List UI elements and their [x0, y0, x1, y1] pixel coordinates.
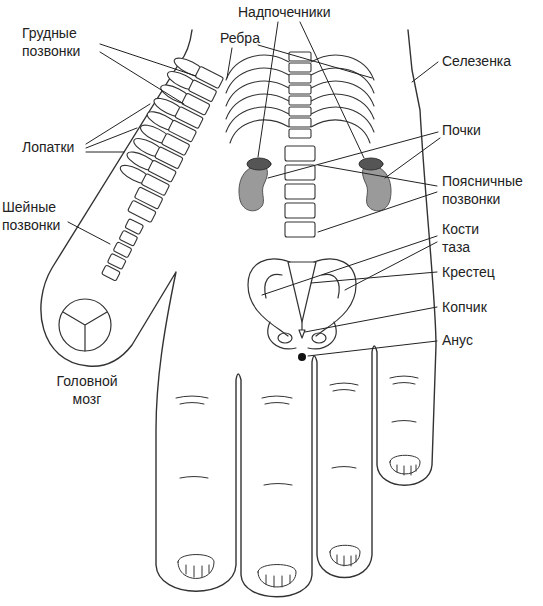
spine — [285, 52, 315, 237]
part-label: Шейные позвонки — [2, 198, 68, 234]
ribs — [226, 55, 374, 143]
sacrum — [288, 262, 316, 322]
kidneys — [239, 166, 391, 211]
part-label: Поясничные позвонки — [442, 172, 538, 208]
part-label: Головной мозг — [42, 372, 132, 408]
finger-creases — [176, 376, 418, 485]
part-label: Надпочечники — [238, 3, 331, 21]
part-label: Селезенка — [442, 52, 511, 70]
thoracic-vertebrae — [128, 66, 224, 222]
scapula-rings — [118, 54, 208, 187]
pelvis — [248, 259, 356, 349]
part-label: Кости таза — [442, 220, 504, 256]
part-label: Копчик — [442, 298, 487, 316]
thumb-skeleton — [74, 54, 224, 283]
leader-lines — [68, 22, 440, 356]
finger-nails — [178, 455, 420, 587]
part-label: Крестец — [442, 263, 495, 281]
part-label: Лопатки — [22, 138, 74, 156]
coccyx — [299, 322, 305, 338]
brain-circle — [59, 299, 111, 351]
part-label: Грудные позвонки — [22, 24, 98, 60]
adrenals — [247, 158, 383, 170]
cervical-vertebrae — [102, 218, 144, 281]
part-label: Анус — [442, 331, 473, 349]
part-label: Ребра — [220, 29, 260, 47]
hand-outline — [41, 30, 436, 597]
anus-dot — [298, 353, 306, 361]
part-label: Почки — [442, 121, 481, 139]
